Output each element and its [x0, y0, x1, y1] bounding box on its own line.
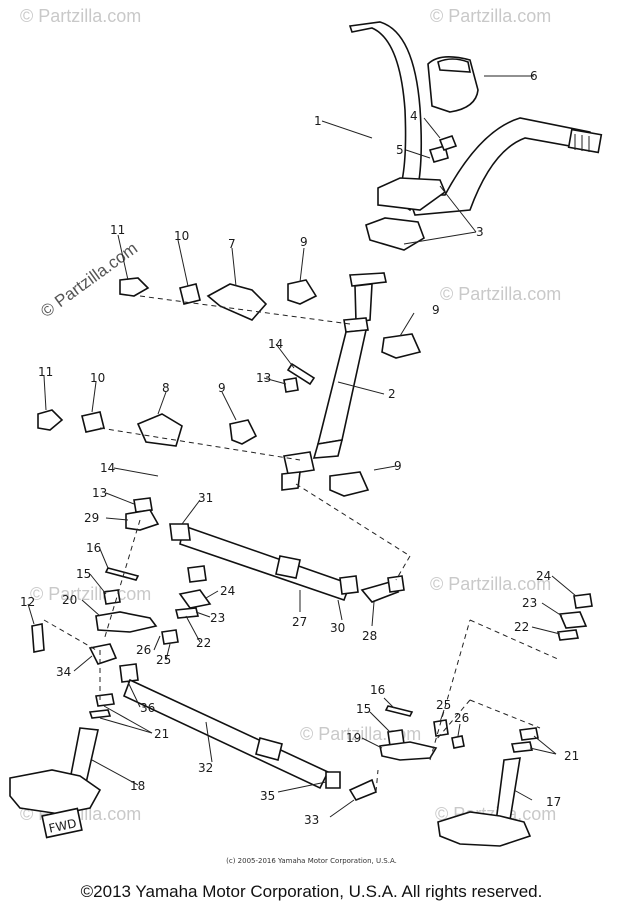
callout-33: 33 — [304, 813, 319, 827]
callout-36: 36 — [140, 701, 155, 715]
callout-10-top: 10 — [174, 229, 189, 243]
right-spindle-parts — [379, 593, 593, 847]
footer-copyright: ©2013 Yamaha Motor Corporation, U.S.A. A… — [80, 882, 543, 901]
callout-2: 2 — [388, 387, 396, 401]
callout-25-right: 25 — [436, 698, 451, 712]
left-small-parts — [161, 565, 212, 645]
callout-4: 4 — [410, 109, 418, 123]
assembly-lines — [43, 295, 561, 793]
callout-31: 31 — [198, 491, 213, 505]
watermark-lower-left: © Partzilla.com — [30, 584, 151, 604]
callout-21-left: 21 — [154, 727, 169, 741]
callout-9-right: 9 — [432, 303, 440, 317]
callout-34: 34 — [56, 665, 71, 679]
callout-29: 29 — [84, 511, 99, 525]
left-spindle-parts: FWD — [9, 567, 158, 839]
callout-10-low: 10 — [90, 371, 105, 385]
callout-16-left: 16 — [86, 541, 101, 555]
callout-9-mid: 9 — [218, 381, 226, 395]
callout-11-top: 11 — [110, 223, 125, 237]
upper-parts — [37, 277, 422, 513]
callout-9-low: 9 — [394, 459, 402, 473]
callout-32: 32 — [198, 761, 213, 775]
callout-1: 1 — [314, 114, 322, 128]
fwd-label: FWD — [47, 816, 77, 836]
callout-24-left: 24 — [220, 584, 235, 598]
callout-11-low: 11 — [38, 365, 53, 379]
callout-13-low: 13 — [92, 486, 107, 500]
callout-6: 6 — [530, 69, 538, 83]
tie-rod-upper — [125, 509, 405, 603]
callout-numbers: 1 2 3 4 5 6 7 8 9 9 9 9 10 10 11 11 12 1… — [20, 69, 579, 827]
callout-27: 27 — [292, 615, 307, 629]
watermark-mid-right: © Partzilla.com — [440, 284, 561, 304]
callout-18: 18 — [130, 779, 145, 793]
leader-lines — [27, 75, 577, 818]
callout-30: 30 — [330, 621, 345, 635]
callout-26-right: 26 — [454, 711, 469, 725]
watermark-lower-right: © Partzilla.com — [430, 574, 551, 594]
callout-15-right: 15 — [356, 702, 371, 716]
tie-rod-lower — [122, 678, 377, 801]
callout-26-left: 26 — [136, 643, 151, 657]
steering-column — [281, 272, 387, 491]
handlebar — [348, 21, 603, 216]
callout-23-right: 23 — [522, 596, 537, 610]
handlebar-holders — [365, 135, 458, 251]
callout-5: 5 — [396, 143, 404, 157]
callout-35: 35 — [260, 789, 275, 803]
callout-9-top: 9 — [300, 235, 308, 249]
callout-15-left: 15 — [76, 567, 91, 581]
callout-12: 12 — [20, 595, 35, 609]
callout-14-low: 14 — [100, 461, 115, 475]
callout-7: 7 — [228, 237, 236, 251]
callout-16-right: 16 — [370, 683, 385, 697]
callout-24-right: 24 — [536, 569, 551, 583]
callout-20: 20 — [62, 593, 77, 607]
callout-22-right: 22 — [514, 620, 529, 634]
callout-25-left: 25 — [156, 653, 171, 667]
callout-8: 8 — [162, 381, 170, 395]
watermark-top-left: © Partzilla.com — [20, 6, 141, 26]
handlebar-pad — [427, 56, 479, 113]
watermark-top-right: © Partzilla.com — [430, 6, 551, 26]
callout-28: 28 — [362, 629, 377, 643]
callout-19: 19 — [346, 731, 361, 745]
callout-23-left: 23 — [210, 611, 225, 625]
callout-3: 3 — [476, 225, 484, 239]
callout-13-top: 13 — [256, 371, 271, 385]
callout-17: 17 — [546, 795, 561, 809]
callout-14-top: 14 — [268, 337, 283, 351]
callout-21-right: 21 — [564, 749, 579, 763]
callout-22-left: 22 — [196, 636, 211, 650]
small-copyright: (c) 2005-2016 Yamaha Motor Corporation, … — [226, 857, 397, 865]
